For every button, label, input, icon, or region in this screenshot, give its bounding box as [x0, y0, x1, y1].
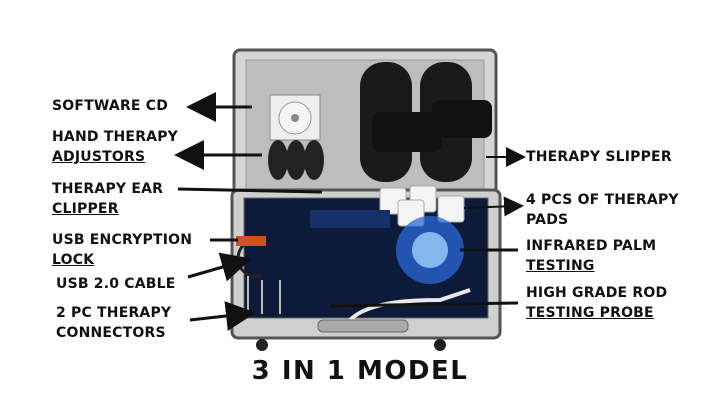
label-usb-lock-line1: USB ENCRYPTION [52, 232, 193, 248]
label-pads-line2: PADS [526, 212, 569, 228]
label-probe-line1: HIGH GRADE ROD [526, 285, 668, 301]
label-probe-line2: TESTING PROBE [526, 305, 654, 321]
label-connectors-line2: CONNECTORS [56, 325, 166, 341]
label-therapy-slipper: THERAPY SLIPPER [526, 149, 672, 165]
model-title: 3 IN 1 MODEL [251, 356, 469, 386]
label-palm-line2: TESTING [526, 258, 595, 274]
label-usb-cable: USB 2.0 CABLE [56, 276, 176, 292]
label-usb-lock-line2: LOCK [52, 252, 95, 268]
label-ear-clipper-line2: CLIPPER [52, 201, 119, 217]
label-hand-therapy-line2: ADJUSTORS [52, 149, 146, 165]
label-hand-therapy-line1: HAND THERAPY [52, 129, 179, 145]
label-ear-clipper-line1: THERAPY EAR [52, 181, 164, 197]
label-software-cd: SOFTWARE CD [52, 98, 169, 114]
label-connectors-line1: 2 PC THERAPY [56, 305, 172, 321]
label-pads-line1: 4 PCS OF THERAPY [526, 192, 679, 208]
label-palm-line1: INFRARED PALM [526, 238, 657, 254]
